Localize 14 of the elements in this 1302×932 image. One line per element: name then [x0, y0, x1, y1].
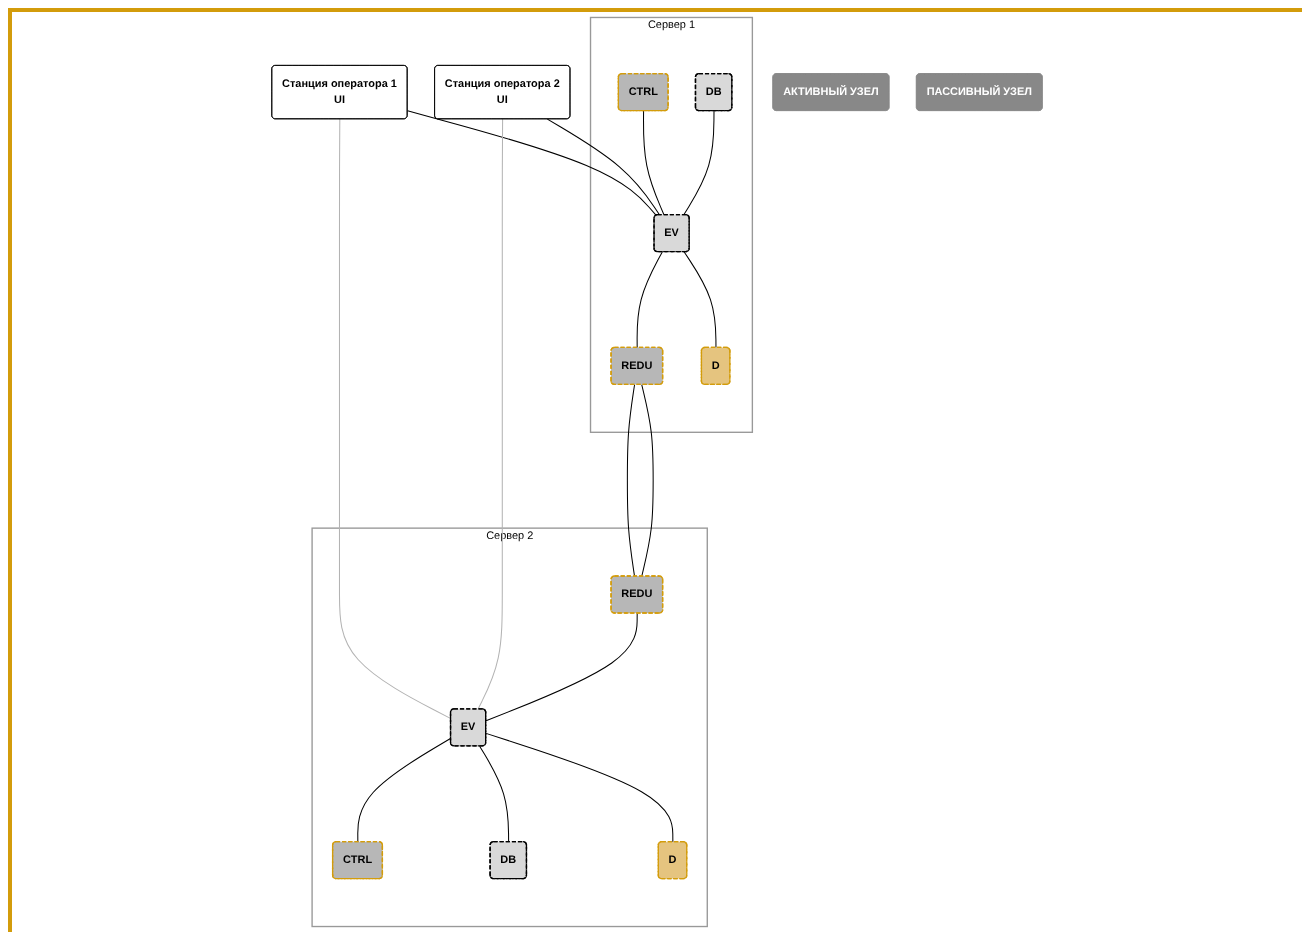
connector — [485, 612, 638, 722]
connector — [636, 251, 663, 349]
connector — [479, 745, 510, 843]
connector — [546, 118, 661, 216]
connector — [338, 118, 452, 720]
connector — [643, 110, 665, 216]
connector — [477, 118, 504, 710]
connector — [683, 251, 717, 349]
connector — [683, 110, 715, 216]
connector — [357, 737, 452, 843]
connector — [626, 384, 636, 577]
connector — [407, 110, 657, 216]
connector — [641, 384, 654, 577]
connector — [485, 732, 674, 843]
